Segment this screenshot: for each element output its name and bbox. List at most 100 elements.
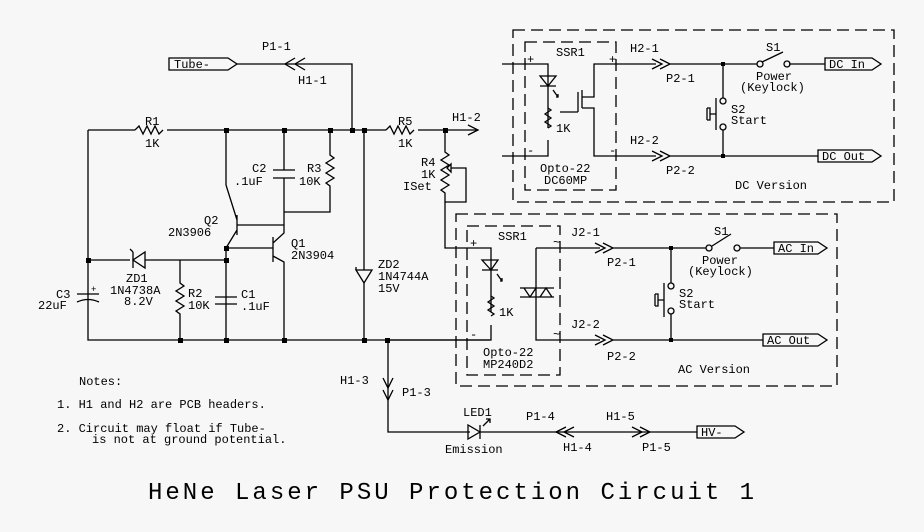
svg-text:Opto-22: Opto-22 [483, 346, 533, 360]
svg-text:DC60MP: DC60MP [544, 174, 587, 188]
svg-text:Q2: Q2 [204, 214, 218, 228]
svg-text:R2: R2 [188, 287, 202, 301]
svg-text:-: - [609, 144, 616, 158]
tube-minus-connector: Tube- [168, 57, 239, 72]
hv-minus-connector: HV- [696, 425, 746, 440]
svg-text:S2: S2 [679, 287, 693, 301]
note-item: is not at ground potential. [92, 433, 286, 447]
svg-text:ZD2: ZD2 [378, 258, 400, 272]
svg-text:2N3904: 2N3904 [291, 249, 334, 263]
notes: Notes: 1. H1 and H2 are PCB headers. 2. … [57, 375, 286, 447]
zener-zd1: ZD1 1N4738A 8.2V [110, 248, 161, 309]
svg-text:S2: S2 [731, 103, 745, 117]
wire [88, 248, 227, 340]
transistor-q2: Q2 2N3906 [168, 184, 285, 249]
p1-4-h1-5-headers: P1-4 H1-4 H1-5 P1-5 [480, 410, 697, 455]
svg-text:R1: R1 [145, 115, 159, 129]
svg-text:.1uF: .1uF [241, 300, 270, 314]
ac-in-label: AC In [778, 242, 814, 256]
h1-2-header: H1-2 [452, 111, 481, 136]
svg-text:1K: 1K [556, 122, 571, 136]
svg-text:1K: 1K [145, 137, 160, 151]
svg-text:+: + [470, 237, 477, 251]
svg-text:Start: Start [731, 114, 767, 128]
svg-text:Q1: Q1 [291, 237, 305, 251]
diagram-title: HeNe Laser PSU Protection Circuit 1 [148, 480, 757, 507]
svg-text:P2-1: P2-1 [666, 72, 695, 86]
zener-zd2: ZD2 1N4744A 15V [354, 130, 429, 340]
transistor-q1: Q1 2N3904 [226, 225, 334, 340]
svg-text:R4: R4 [421, 156, 435, 170]
note-item: 1. H1 and H2 are PCB headers. [57, 398, 266, 412]
svg-text:R3: R3 [307, 162, 321, 176]
resistor-r3: R3 10K [284, 130, 336, 213]
svg-text:ZD1: ZD1 [126, 272, 148, 286]
svg-text:HV-: HV- [701, 426, 723, 440]
ac-out-label: AC Out [767, 334, 810, 348]
svg-text:1K: 1K [398, 137, 413, 151]
potentiometer-r4: R4 1K ISet [403, 130, 490, 249]
svg-text:P1-4: P1-4 [526, 410, 555, 424]
h1-3-p1-3-header: H1-3 P1-3 [340, 340, 470, 433]
svg-text:Emission: Emission [445, 443, 503, 457]
led-led1: LED1 Emission [445, 406, 503, 457]
svg-text:S1: S1 [714, 225, 728, 239]
svg-text:SSR1: SSR1 [556, 46, 585, 60]
svg-text:8.2V: 8.2V [124, 295, 154, 309]
svg-text:J2-1: J2-1 [571, 226, 600, 240]
svg-text:SSR1: SSR1 [498, 230, 527, 244]
svg-text:LED1: LED1 [463, 406, 492, 420]
p1-1-label: P1-1 [262, 40, 291, 54]
h1-1-label: H1-1 [298, 74, 327, 88]
svg-text:1K: 1K [499, 306, 514, 320]
svg-text:+: + [527, 53, 534, 67]
ac-version-label: AC Version [678, 363, 750, 377]
svg-text:1K: 1K [421, 168, 436, 182]
p1-1-h1-1-header: P1-1 H1-1 [237, 40, 353, 130]
resistor-r1: R1 1K [134, 115, 164, 151]
svg-text:J2-2: J2-2 [571, 318, 600, 332]
svg-text:+: + [91, 285, 96, 295]
svg-text:P2-1: P2-1 [607, 256, 636, 270]
h1-3-label: H1-3 [340, 374, 369, 388]
svg-text:(Keylock): (Keylock) [740, 81, 805, 95]
tube-minus-label: Tube- [174, 58, 210, 72]
dc-version-label: DC Version [735, 179, 807, 193]
svg-text:2N3906: 2N3906 [168, 226, 211, 240]
capacitor-c3: + C3 22uF [38, 285, 100, 313]
resistor-r5: R5 1K [385, 115, 415, 151]
svg-text:MP240D2: MP240D2 [483, 358, 533, 372]
resistor-r2: R2 10K [174, 260, 210, 340]
dc-out-label: DC Out [822, 150, 865, 164]
svg-text:P1-5: P1-5 [642, 441, 671, 455]
svg-text:+: + [609, 53, 616, 67]
svg-text:H2-1: H2-1 [630, 42, 659, 56]
svg-text:-: - [470, 328, 477, 342]
svg-text:H1-5: H1-5 [606, 410, 635, 424]
svg-text:22uF: 22uF [38, 299, 67, 313]
svg-text:(Keylock): (Keylock) [688, 265, 753, 279]
svg-text:P2-2: P2-2 [666, 164, 695, 178]
ac-version-block: SSR1 + - ~ ~ 1K Opto-22 MP240D2 J2-1 P2-… [386, 213, 838, 387]
svg-text:-: - [527, 144, 534, 158]
svg-text:C2: C2 [252, 162, 266, 176]
svg-text:10K: 10K [188, 299, 210, 313]
svg-text:1N4744A: 1N4744A [378, 270, 429, 284]
svg-text:H2-2: H2-2 [630, 134, 659, 148]
capacitor-c1: C1 .1uF [215, 288, 270, 314]
svg-text:ISet: ISet [403, 180, 432, 194]
capacitor-c2: C2 .1uF [234, 130, 295, 212]
svg-text:10K: 10K [299, 175, 321, 189]
svg-text:C3: C3 [56, 288, 70, 302]
h1-2-label: H1-2 [452, 111, 481, 125]
svg-text:1N4738A: 1N4738A [110, 284, 161, 298]
svg-text:Power: Power [756, 70, 792, 84]
svg-text:Opto-22: Opto-22 [540, 162, 590, 176]
dc-in-label: DC In [829, 58, 865, 72]
svg-text:15V: 15V [378, 282, 400, 296]
svg-text:R5: R5 [398, 115, 412, 129]
svg-text:~: ~ [553, 236, 560, 250]
svg-text:Start: Start [679, 298, 715, 312]
